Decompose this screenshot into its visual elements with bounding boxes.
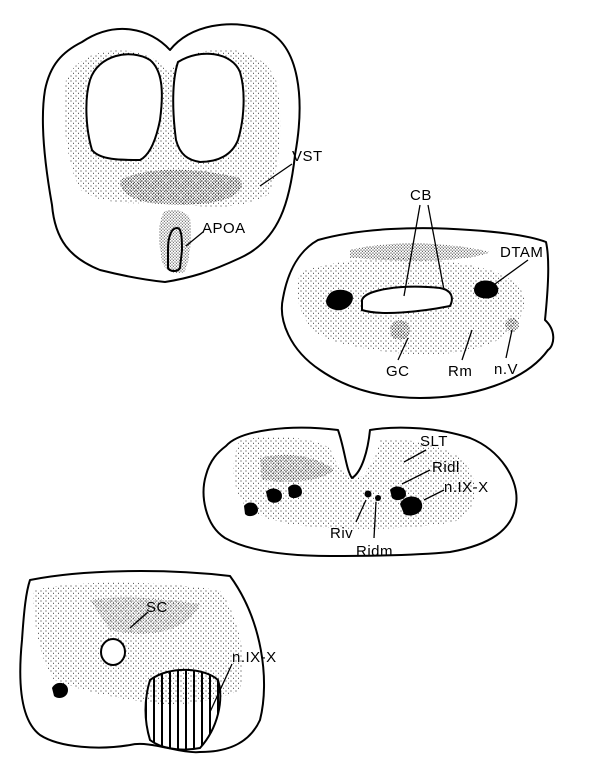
midbrain-ventricle <box>362 287 452 313</box>
spinal-cord-section: SC n.IX-X <box>20 571 276 752</box>
cb-label: CB <box>410 187 432 204</box>
ridm-nucleus <box>375 495 381 501</box>
slt-label: SLT <box>420 433 448 450</box>
dtam-right-blob <box>474 281 498 299</box>
forebrain-section: VST APOA <box>43 24 323 282</box>
left-hemisphere-ventricle <box>86 54 161 160</box>
central-canal <box>101 639 125 665</box>
nixx-label-spinal: n.IX-X <box>232 649 277 666</box>
midbrain-section: CB DTAM GC Rm n.V <box>282 187 553 398</box>
right-hemisphere-ventricle <box>173 54 243 162</box>
sc-label: SC <box>146 599 168 616</box>
hindbrain-section: SLT Ridl n.IX-X Riv Ridm <box>204 428 517 560</box>
gc-cluster <box>390 320 410 340</box>
riv-nucleus <box>365 491 372 498</box>
ridl-label: Ridl <box>432 459 460 476</box>
gc-label: GC <box>386 363 410 380</box>
ridm-label: Ridm <box>356 543 393 560</box>
nv-cluster <box>505 318 519 332</box>
vst-label: VST <box>292 148 323 165</box>
forebrain-stipple-dense <box>120 170 242 205</box>
hindbrain-stipple <box>234 437 475 529</box>
apoa-label: APOA <box>202 220 246 237</box>
riv-label: Riv <box>330 525 353 542</box>
preoptic-stipple <box>159 210 191 273</box>
nv-label: n.V <box>494 361 518 378</box>
nixx-label-hindbrain: n.IX-X <box>444 479 489 496</box>
dtam-label: DTAM <box>500 244 543 261</box>
hatched-lesion <box>146 670 221 750</box>
rm-label: Rm <box>448 363 472 380</box>
